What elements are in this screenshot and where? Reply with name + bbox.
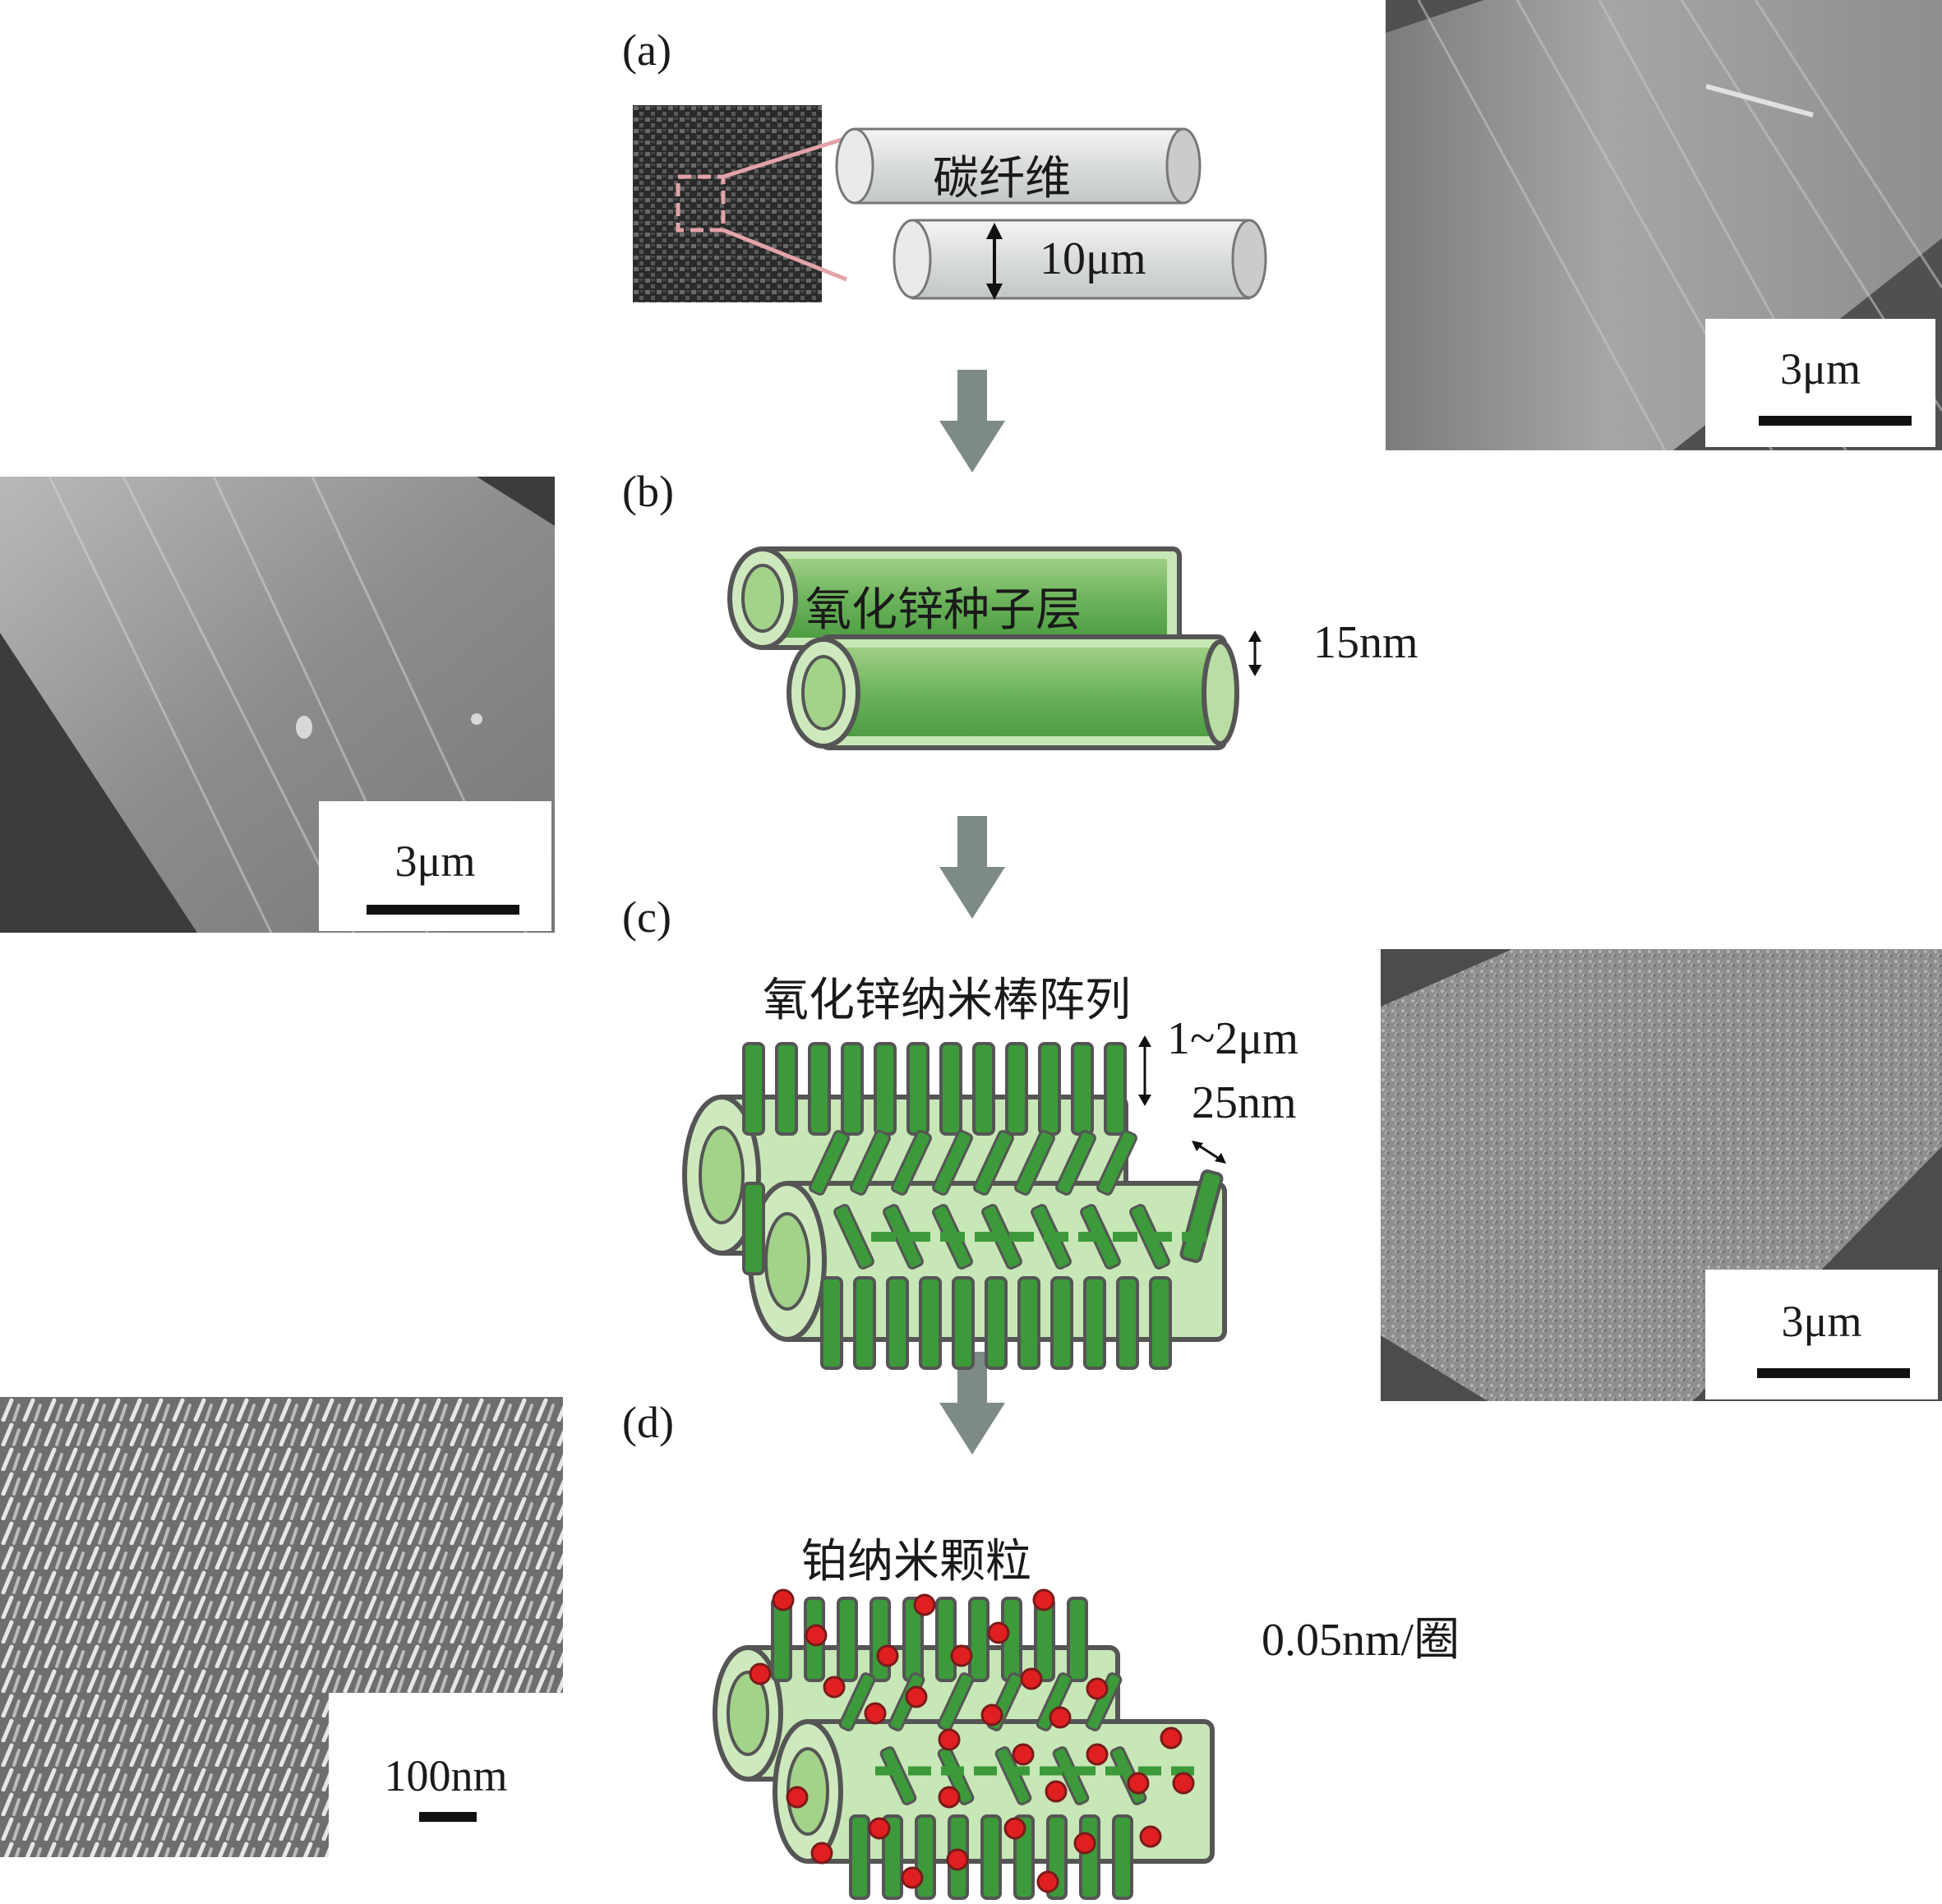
scale-bar-b <box>367 905 519 915</box>
deposition-rate-label: 0.05nm/圈 <box>1262 1602 1460 1669</box>
fiber-diameter-label: 10μm <box>1040 233 1146 285</box>
double-arrow-icon <box>1243 629 1267 678</box>
pt-decorated-nanorods <box>711 1582 1245 1904</box>
platinum-particles-label: 铂纳米颗粒 <box>801 1524 1031 1591</box>
scale-bar-c <box>1757 1368 1910 1378</box>
scale-box-c: 3μm <box>1705 1270 1938 1399</box>
scale-bar-d <box>419 1812 477 1822</box>
nanorod-width-label: 25nm <box>1192 1076 1297 1129</box>
down-arrow-icon <box>939 816 1005 919</box>
scale-box-b: 3μm <box>319 801 551 931</box>
scale-box-a: 3μm <box>1705 319 1935 447</box>
seed-layer-thickness-label: 15nm <box>1313 616 1418 669</box>
scale-label-a: 3μm <box>1705 343 1935 394</box>
double-arrow-icon <box>1132 1034 1157 1108</box>
nanorod-length-label: 1~2μm <box>1167 1012 1299 1065</box>
scale-label-c: 3μm <box>1705 1296 1938 1347</box>
scale-label-d: 100nm <box>329 1750 563 1801</box>
zno-nanorod-array <box>682 1031 1257 1376</box>
scale-bar-a <box>1759 416 1912 426</box>
double-arrow-icon <box>1190 1138 1228 1166</box>
scale-box-d: 100nm <box>329 1693 563 1857</box>
carbon-fiber-label: 碳纤维 <box>933 141 1071 208</box>
seed-layer-label: 氧化锌种子层 <box>805 573 1082 639</box>
scale-label-b: 3μm <box>319 836 551 887</box>
nanorod-array-label: 氧化锌纳米棒阵列 <box>763 963 1131 1030</box>
down-arrow-icon <box>939 370 1005 473</box>
